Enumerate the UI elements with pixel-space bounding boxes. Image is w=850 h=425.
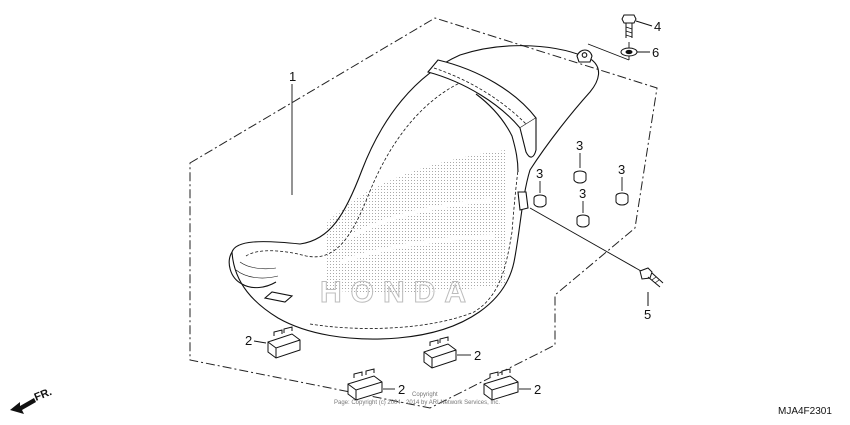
callout-rubber-left: 2: [245, 333, 252, 348]
direction-label: FR.: [33, 386, 54, 404]
grommet-c[interactable]: [615, 192, 629, 206]
bolt-side[interactable]: [639, 267, 664, 306]
assembly-boundary: [189, 17, 658, 409]
seat[interactable]: [228, 45, 600, 340]
grommet-b[interactable]: [533, 194, 547, 208]
rubber-block-front[interactable]: [347, 368, 383, 401]
watermark-text: HONDA: [320, 276, 475, 309]
grommet-d[interactable]: [576, 214, 590, 228]
rubber-block-left[interactable]: [267, 326, 301, 359]
diagram-code: MJA4F2301: [778, 406, 832, 417]
callout-grommet-c: 3: [618, 162, 625, 177]
callout-washer: 6: [652, 45, 659, 60]
grommet-a[interactable]: [573, 170, 587, 184]
callout-bolt-top: 4: [654, 19, 661, 34]
washer[interactable]: [620, 47, 650, 57]
callout-rubber-right: 2: [534, 382, 541, 397]
front-direction-arrow-icon: [10, 398, 36, 414]
callout-seat: 1: [289, 69, 296, 84]
copyright-line-2: Page: Copyright (c) 2004 - 2014 by ARI N…: [334, 400, 500, 406]
callout-rubber-front: 2: [398, 382, 405, 397]
callout-grommet-a: 3: [576, 138, 583, 153]
callout-rubber-center: 2: [474, 348, 481, 363]
rubber-block-center[interactable]: [423, 336, 457, 369]
honda-wing-watermark: HONDA: [320, 150, 505, 310]
bolt-top[interactable]: [621, 14, 653, 38]
rubber-block-right[interactable]: [483, 368, 519, 401]
callout-bolt-side: 5: [644, 307, 651, 322]
callout-grommet-b: 3: [536, 166, 543, 181]
copyright-line-1: Copyright: [412, 392, 438, 398]
callout-grommet-d: 3: [579, 186, 586, 201]
